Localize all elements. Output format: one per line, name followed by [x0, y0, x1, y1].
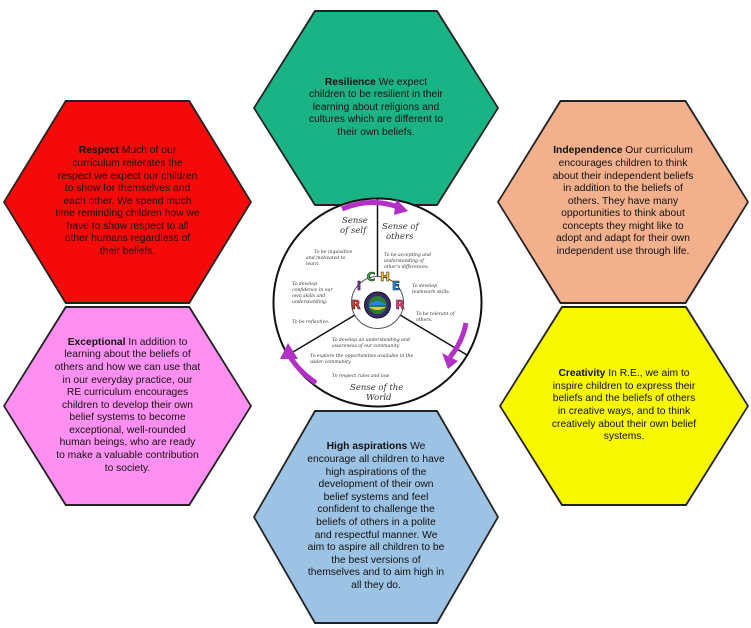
self-item-inquisitive: To be inquisitive and motivated to learn… [306, 249, 354, 267]
richer-letter-e: E [392, 279, 400, 293]
sense-of-self-heading: Sense of self [340, 216, 370, 236]
high-aspirations-body: We encourage all children to have high a… [307, 441, 445, 591]
richer-letter-i: I [357, 279, 361, 293]
self-item-1-line-1: To be inquisitive [314, 249, 353, 255]
richer-letter-r1: R [351, 298, 360, 312]
hexagon-independence: Independence Our curriculum encourages c… [497, 100, 749, 304]
high-aspirations-text: High aspirations We encourage all childr… [307, 441, 445, 592]
sense-of-self-line-1: Sense [342, 216, 368, 226]
creativity-title: Creativity [558, 368, 606, 380]
independence-title: Independence [553, 145, 623, 157]
others-item-3-line-1: To be tolerant of [416, 311, 456, 317]
respect-body: Much of our curriculum reiterates the re… [55, 145, 200, 258]
self-item-2-line-1: To develop [292, 281, 317, 287]
hexagon-resilience: Resilience We expect children to be resi… [253, 10, 499, 206]
school-badge [364, 291, 391, 319]
self-item-2-line-4: understanding. [292, 299, 328, 305]
world-item-opportunities: To explore the opportunities available i… [310, 353, 415, 365]
hexagon-high-aspirations: High aspirations We encourage all childr… [253, 410, 499, 624]
self-item-reflective: To be reflective. [292, 319, 330, 325]
sense-of-others-line-1: Sense of [382, 222, 421, 232]
resilience-body: We expect children to be resilient in th… [308, 76, 444, 138]
world-item-community: To develop an understanding and awarenes… [332, 337, 411, 349]
others-item-accepting: To be accepting and understanding of oth… [384, 252, 432, 270]
world-item-2-line-2: wider community [310, 359, 351, 365]
resilience-title: Resilience [324, 76, 376, 88]
world-item-rules: To respect rules and law [332, 373, 389, 379]
richer-wheel-svg: Sense of self Sense of others Sense of t… [272, 197, 483, 408]
sense-of-others-line-2: others [386, 232, 414, 242]
others-item-1-line-2: understanding of [384, 258, 425, 264]
resilience-text: Resilience We expect children to be resi… [306, 77, 446, 140]
others-item-1-line-1: To be accepting and [384, 252, 431, 258]
richer-letter-r2: R [395, 298, 404, 312]
respect-title: Respect [78, 145, 119, 157]
world-item-3-line-1: To respect rules and law [332, 373, 389, 379]
arrow-top-head [394, 199, 408, 215]
others-item-3-line-2: others. [416, 317, 433, 323]
high-aspirations-title: High aspirations [326, 441, 408, 453]
arrow-top-shaft [341, 200, 399, 212]
sense-of-others-heading: Sense of others [382, 222, 421, 242]
sense-of-world-line-2: World [366, 393, 392, 403]
others-item-tolerant: To be tolerant of others. [416, 311, 456, 323]
arrow-right-shaft [448, 322, 469, 359]
others-item-2-line-2: teamwork skills. [412, 289, 451, 295]
exceptional-body: In addition to learning about the belief… [54, 336, 201, 474]
richer-wheel: Sense of self Sense of others Sense of t… [270, 195, 485, 410]
world-item-2-line-1: To explore the opportunities available i… [310, 353, 413, 359]
respect-text: Respect Much of our curriculum reiterate… [55, 145, 201, 258]
hexagon-exceptional: Exceptional In addition to learning abou… [3, 306, 252, 506]
others-item-1-line-3: other's differences. [384, 264, 429, 270]
self-item-2-line-3: own skills and [292, 293, 325, 299]
sense-of-world-line-1: Sense of the [350, 383, 403, 393]
richer-letter-h: H [380, 270, 390, 284]
creativity-text: Creativity In R.E., we aim to inspire ch… [549, 368, 699, 444]
others-item-2-line-1: To develop [412, 283, 437, 289]
world-item-1-line-1: To develop an understanding and [332, 337, 410, 343]
self-item-1-line-2: and motivated to [306, 255, 346, 261]
creativity-body: In R.E., we aim to inspire children to e… [551, 368, 697, 443]
sense-of-self-line-2: of self [340, 226, 368, 236]
self-item-3-line-1: To be reflective. [292, 319, 330, 325]
wheel-divider-left [287, 311, 361, 356]
others-item-teamwork: To develop teamwork skills. [412, 283, 451, 295]
independence-body: Our curriculum encourages children to th… [552, 145, 694, 258]
hexagon-creativity: Creativity In R.E., we aim to inspire ch… [499, 306, 749, 506]
richer-letter-c: C [367, 270, 376, 284]
arrow-right-head [442, 353, 458, 369]
exceptional-title: Exceptional [67, 336, 126, 348]
hexagon-respect: Respect Much of our curriculum reiterate… [3, 100, 252, 304]
independence-text: Independence Our curriculum encourages c… [549, 145, 697, 258]
self-item-1-line-3: learn. [306, 261, 320, 267]
self-item-2-line-2: confidence in our [292, 287, 333, 293]
sense-of-world-heading: Sense of the World [350, 383, 406, 403]
exceptional-text: Exceptional In addition to learning abou… [55, 337, 201, 476]
world-item-1-line-2: awareness of our community [332, 343, 400, 349]
arrow-left-head [280, 343, 298, 359]
self-item-confidence: To develop confidence in our own skills … [292, 281, 334, 305]
